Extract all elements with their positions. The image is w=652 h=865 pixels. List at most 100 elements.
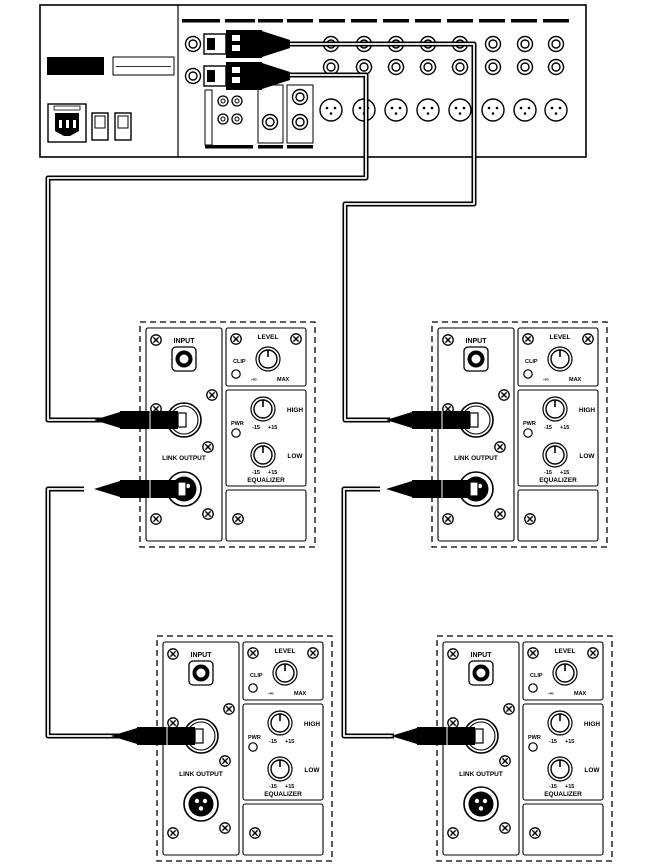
screw-icon (524, 513, 536, 525)
level-knob-icon[interactable] (552, 660, 578, 686)
link-output-label: LINK OUTPUT (179, 771, 223, 778)
high-eq-knob-icon[interactable] (250, 396, 276, 422)
screw-icon (167, 648, 179, 660)
screw-icon (150, 513, 162, 525)
low-eq-knob-icon[interactable] (250, 442, 276, 468)
low-eq-knob-icon[interactable] (547, 756, 573, 782)
high-max-label: +15 (268, 425, 277, 431)
power-led-icon (523, 428, 533, 438)
screw-icon (499, 755, 511, 767)
speaker-panel-bottom-right: INPUT LINK OUTPUT LEVEL CLIP -∞ MAX HIGH… (436, 635, 613, 862)
xlr-plug-link-top-right (385, 479, 479, 499)
link-output-connector[interactable] (463, 786, 499, 822)
input-jack[interactable] (171, 346, 197, 372)
level-knob-icon[interactable] (272, 660, 298, 686)
level-min-label: -∞ (268, 691, 274, 697)
screw-icon (503, 703, 515, 715)
cable-link-right (341, 486, 394, 739)
blank-section (242, 803, 324, 856)
equalizer-section (242, 703, 324, 801)
input-label: INPUT (191, 652, 213, 659)
screw-icon (442, 513, 454, 525)
speaker-panel-bottom-left: INPUT LINK OUTPUT LEVEL CLIP -∞ MAX HIGH… (156, 635, 333, 862)
mixer-panel (39, 4, 587, 158)
screw-icon (219, 755, 231, 767)
level-label: LEVEL (258, 334, 279, 341)
screw-icon (219, 822, 231, 834)
screw-icon (447, 827, 459, 839)
high-label: HIGH (579, 407, 596, 414)
blank-section (225, 489, 307, 542)
high-min-label: -15 (544, 425, 552, 431)
voltage-switch[interactable] (114, 112, 132, 141)
high-eq-knob-icon[interactable] (267, 710, 293, 736)
low-eq-knob-icon[interactable] (542, 442, 568, 468)
low-max-label: +15 (560, 470, 569, 476)
screw-icon (232, 513, 244, 525)
blank-section (522, 803, 604, 856)
high-min-label: -15 (269, 739, 277, 745)
screw-icon (587, 647, 599, 659)
low-max-label: +15 (268, 470, 277, 476)
link-output-label: LINK OUTPUT (454, 455, 498, 462)
pwr-label: PWR (231, 421, 244, 427)
cable-mixer-to-speaker-right (282, 41, 477, 423)
power-led-icon (248, 742, 258, 752)
input-jack[interactable] (463, 346, 489, 372)
screw-icon (206, 389, 218, 401)
mixer-display-black (47, 57, 104, 75)
input-label: INPUT (174, 338, 196, 345)
cable-mixer-to-speaker-left (45, 72, 369, 423)
low-label: LOW (584, 767, 600, 774)
clip-label: CLIP (525, 359, 538, 365)
mixer-output-plug-1 (203, 30, 290, 58)
equalizer-label: EQUALIZER (544, 791, 582, 798)
screw-icon (307, 647, 319, 659)
low-eq-knob-icon[interactable] (267, 756, 293, 782)
equalizer-label: EQUALIZER (539, 477, 577, 484)
screw-icon (249, 827, 261, 839)
high-max-label: +15 (560, 425, 569, 431)
xlr-plug-input-bottom-left (110, 726, 204, 746)
clip-led-icon (528, 683, 538, 693)
clip-label: CLIP (233, 359, 246, 365)
level-max-label: MAX (569, 377, 582, 383)
main-output-jacks (184, 35, 213, 146)
screw-icon (494, 441, 506, 453)
level-knob-icon[interactable] (547, 346, 573, 372)
screw-icon (150, 334, 162, 346)
rca-jacks (217, 95, 243, 125)
screw-icon (494, 508, 506, 520)
level-label: LEVEL (275, 648, 296, 655)
level-max-label: MAX (277, 377, 290, 383)
clip-led-icon (231, 369, 241, 379)
input-jack[interactable] (188, 660, 214, 686)
channel-strip-headers (182, 19, 569, 149)
power-inlet (47, 103, 87, 143)
high-eq-knob-icon[interactable] (547, 710, 573, 736)
equalizer-section (225, 389, 307, 487)
input-label: INPUT (466, 338, 488, 345)
equalizer-section (517, 389, 599, 487)
low-label: LOW (287, 453, 303, 460)
level-knob-icon[interactable] (255, 346, 281, 372)
level-label: LEVEL (550, 334, 571, 341)
screw-icon (167, 827, 179, 839)
level-min-label: -∞ (251, 377, 257, 383)
power-switch[interactable] (91, 112, 109, 141)
speaker-panel-top-right: INPUT LINK OUTPUT LEVEL CLIP -∞ MAX HIGH… (431, 321, 608, 548)
xlr-plug-input-bottom-right (390, 726, 484, 746)
level-min-label: -∞ (543, 377, 549, 383)
clip-label: CLIP (530, 673, 543, 679)
high-eq-knob-icon[interactable] (542, 396, 568, 422)
mixer-output-plug-2 (203, 62, 290, 90)
pwr-label: PWR (523, 421, 536, 427)
screw-icon (582, 333, 594, 345)
power-led-icon (231, 428, 241, 438)
link-output-connector[interactable] (183, 786, 219, 822)
input-jack[interactable] (468, 660, 494, 686)
screw-icon (499, 822, 511, 834)
screw-icon (230, 333, 242, 345)
input-label: INPUT (471, 652, 493, 659)
low-max-label: +15 (285, 784, 294, 790)
